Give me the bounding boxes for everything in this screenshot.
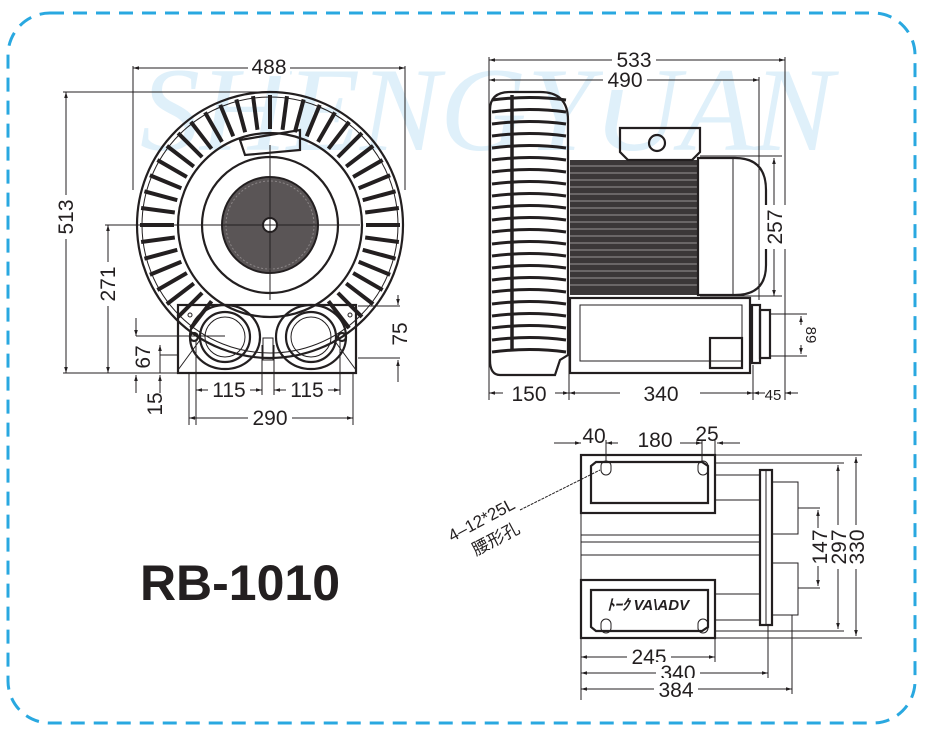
cooling-fin <box>352 158 384 179</box>
dim-impeller-section: 150 <box>511 383 546 406</box>
side-fin <box>491 120 567 126</box>
cooling-fin <box>344 281 375 306</box>
side-fin <box>491 264 567 270</box>
side-view: 533 490 257 89 150 340 45 <box>488 48 819 406</box>
side-base <box>568 296 752 375</box>
cooling-fin <box>165 281 196 306</box>
dim-inner-width: 147 <box>809 529 832 564</box>
side-fin <box>491 288 567 294</box>
cooling-fin <box>189 120 214 151</box>
dim-base-width: 290 <box>252 407 287 430</box>
cooling-fin <box>316 111 337 143</box>
side-fin <box>491 252 567 258</box>
cooling-fin <box>156 158 188 179</box>
cooling-fin <box>364 206 400 215</box>
dim-port-spacing-right: 115 <box>290 379 323 402</box>
side-motor-fins <box>570 160 698 295</box>
side-fin <box>491 312 567 318</box>
dim-rear-extension: 45 <box>765 387 782 404</box>
dashed-frame <box>6 11 917 725</box>
cooling-fin <box>143 247 178 261</box>
cooling-fin <box>352 271 384 292</box>
side-fin <box>491 240 567 246</box>
dim-hole-spacing: 180 <box>637 429 672 452</box>
side-fin <box>491 168 567 174</box>
dim-overall-width: 488 <box>251 56 286 79</box>
cooling-fin <box>251 95 260 131</box>
dim-port-spacing-left: 115 <box>212 379 245 402</box>
cooling-fin <box>357 173 391 191</box>
cooling-fin <box>156 271 188 292</box>
side-impeller-housing <box>488 90 570 377</box>
cooling-fin <box>165 144 196 169</box>
side-fin <box>491 204 567 210</box>
dim-center-height: 271 <box>97 266 120 301</box>
cooling-fin <box>364 235 400 244</box>
cooling-fin <box>203 111 224 143</box>
front-view: 488 513 271 67 15 75 115 115 <box>55 56 412 430</box>
cooling-fin <box>234 98 248 133</box>
plate-text: ﾄｰｸ VA\ADV <box>607 597 691 614</box>
side-fin <box>491 96 567 102</box>
side-fin <box>491 324 567 330</box>
front-housing <box>135 90 405 360</box>
side-fin <box>491 276 567 282</box>
cooling-fin <box>280 95 289 131</box>
dim-overall-height: 513 <box>55 199 78 234</box>
side-fin <box>491 156 567 162</box>
cooling-fin <box>149 173 183 191</box>
side-fin <box>491 180 567 186</box>
cooling-fin <box>176 131 204 159</box>
cooling-fin <box>304 104 322 138</box>
dim-motor-section: 340 <box>643 383 678 406</box>
front-base-plate <box>176 303 358 375</box>
side-fin <box>491 348 567 354</box>
front-ports <box>188 303 348 371</box>
cooling-fin <box>292 98 306 133</box>
side-fin <box>491 144 567 150</box>
cooling-fin <box>357 259 391 277</box>
model-title: RB-1010 <box>140 555 340 611</box>
cooling-fin <box>336 131 364 159</box>
dim-port-height: 89 <box>802 327 819 344</box>
cooling-fin <box>149 259 183 277</box>
cooling-fin <box>362 247 397 261</box>
cooling-fin <box>143 189 178 203</box>
dim-overall-depth: 330 <box>846 529 869 564</box>
cooling-fin <box>218 104 236 138</box>
dim-overall-length: 533 <box>616 49 651 72</box>
cooling-fin <box>140 235 176 244</box>
dim-mount-depth: 297 <box>828 529 851 564</box>
cooling-fin <box>344 144 375 169</box>
cooling-fin <box>362 189 397 203</box>
dim-overall-length-top: 384 <box>658 679 693 702</box>
side-fin <box>491 216 567 222</box>
side-fin <box>491 192 567 198</box>
side-fin <box>491 132 567 138</box>
dim-body-length: 490 <box>607 69 642 92</box>
dim-hole-offset-left: 40 <box>582 425 605 448</box>
dim-port-offset: 75 <box>389 322 412 345</box>
dim-hole-offset-right: 25 <box>695 423 718 446</box>
dim-base-thickness: 15 <box>144 392 167 415</box>
side-fin <box>491 336 567 342</box>
side-fin <box>491 228 567 234</box>
side-fin <box>491 300 567 306</box>
cooling-fin <box>326 120 351 151</box>
side-terminal-box <box>618 126 702 162</box>
side-fin <box>491 108 567 114</box>
top-view: ﾄｰｸ VA\ADV 4–12*25L 腰形孔 40 180 25 14 <box>445 423 869 702</box>
dim-motor-height: 257 <box>764 209 787 244</box>
cooling-fin <box>140 206 176 215</box>
dim-port-center-height: 67 <box>132 345 155 368</box>
